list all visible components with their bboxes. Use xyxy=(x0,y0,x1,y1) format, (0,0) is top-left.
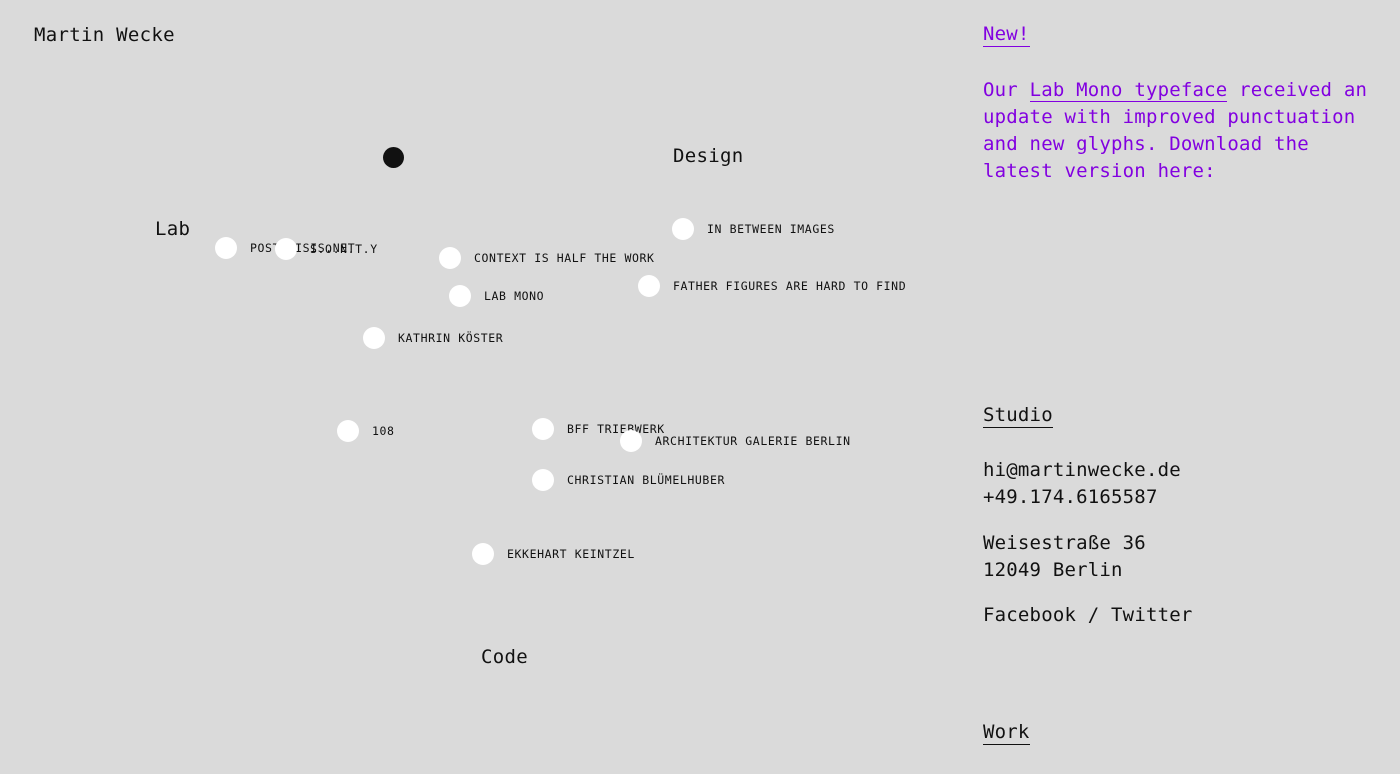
project-label: CHRISTIAN BLÜMELHUBER xyxy=(567,473,725,487)
project-map: Lab Design Code POSTCRISIS.NET S.O.N.T.Y… xyxy=(155,145,906,668)
site-title[interactable]: Martin Wecke xyxy=(34,24,175,46)
project-in-between-images[interactable]: IN BETWEEN IMAGES xyxy=(672,218,835,240)
phone-link[interactable]: +49.174.6165587 xyxy=(983,486,1158,508)
lab-mono-typeface-link[interactable]: Lab Mono typeface xyxy=(1029,79,1228,102)
category-lab[interactable]: Lab xyxy=(155,218,191,240)
project-dot-icon xyxy=(275,238,297,260)
project-christian-bluemelhuber[interactable]: CHRISTIAN BLÜMELHUBER xyxy=(532,469,725,491)
category-design[interactable]: Design xyxy=(673,145,744,167)
project-dot-icon xyxy=(449,285,471,307)
project-label: LAB MONO xyxy=(484,289,545,303)
project-dot-icon xyxy=(439,247,461,269)
project-father-figures[interactable]: FATHER FIGURES ARE HARD TO FIND xyxy=(638,275,906,297)
news-text-before: Our xyxy=(983,79,1030,101)
project-dot-icon xyxy=(215,237,237,259)
cursor-dot-icon xyxy=(383,147,404,168)
project-bff-triebwerk[interactable]: BFF TRIEBWERK xyxy=(532,418,665,440)
project-kathrin-koester[interactable]: KATHRIN KÖSTER xyxy=(363,327,503,349)
news-heading-link[interactable]: New! xyxy=(983,23,1030,47)
project-context-is-half-the-work[interactable]: CONTEXT IS HALF THE WORK xyxy=(439,247,655,269)
project-dot-icon xyxy=(532,469,554,491)
twitter-link[interactable]: Twitter xyxy=(1111,604,1193,626)
project-label: ARCHITEKTUR GALERIE BERLIN xyxy=(655,434,851,448)
project-architektur-galerie-berlin[interactable]: ARCHITEKTUR GALERIE BERLIN xyxy=(620,430,851,452)
facebook-link[interactable]: Facebook xyxy=(983,604,1077,626)
address-street: Weisestraße 36 xyxy=(983,532,1146,554)
project-label: KATHRIN KÖSTER xyxy=(398,331,504,345)
project-108[interactable]: 108 xyxy=(337,420,395,442)
project-dot-icon xyxy=(472,543,494,565)
category-code[interactable]: Code xyxy=(481,646,528,668)
project-label: S.O.N.T.Y xyxy=(310,242,378,256)
project-label: BFF TRIEBWERK xyxy=(567,422,665,436)
news-text-after: received an update with improved punctua… xyxy=(983,79,1368,182)
project-dot-icon xyxy=(337,420,359,442)
social-links: Facebook / Twitter xyxy=(983,602,1193,629)
work-heading-link[interactable]: Work xyxy=(983,721,1030,745)
project-label: 108 xyxy=(372,424,395,438)
project-dot-icon xyxy=(363,327,385,349)
studio-heading-link[interactable]: Studio xyxy=(983,404,1053,428)
project-label: CONTEXT IS HALF THE WORK xyxy=(474,251,655,265)
project-dot-icon xyxy=(532,418,554,440)
project-dot-icon xyxy=(638,275,660,297)
project-label: EKKEHART KEINTZEL xyxy=(507,547,635,561)
studio-address: Weisestraße 36 12049 Berlin xyxy=(983,530,1146,584)
project-label: FATHER FIGURES ARE HARD TO FIND xyxy=(673,279,907,293)
project-label: IN BETWEEN IMAGES xyxy=(707,222,835,236)
social-separator: / xyxy=(1076,604,1112,626)
project-s-o-n-t-y[interactable]: S.O.N.T.Y xyxy=(275,238,378,260)
project-ekkehart-keintzel[interactable]: EKKEHART KEINTZEL xyxy=(472,543,635,565)
project-dot-icon xyxy=(620,430,642,452)
contact-info: hi@martinwecke.de +49.174.6165587 xyxy=(983,457,1181,511)
news-text: Our Lab Mono typeface received an update… xyxy=(983,77,1383,185)
address-city: 12049 Berlin xyxy=(983,559,1123,581)
project-dot-icon xyxy=(672,218,694,240)
project-lab-mono[interactable]: LAB MONO xyxy=(449,285,544,307)
email-link[interactable]: hi@martinwecke.de xyxy=(983,459,1181,481)
